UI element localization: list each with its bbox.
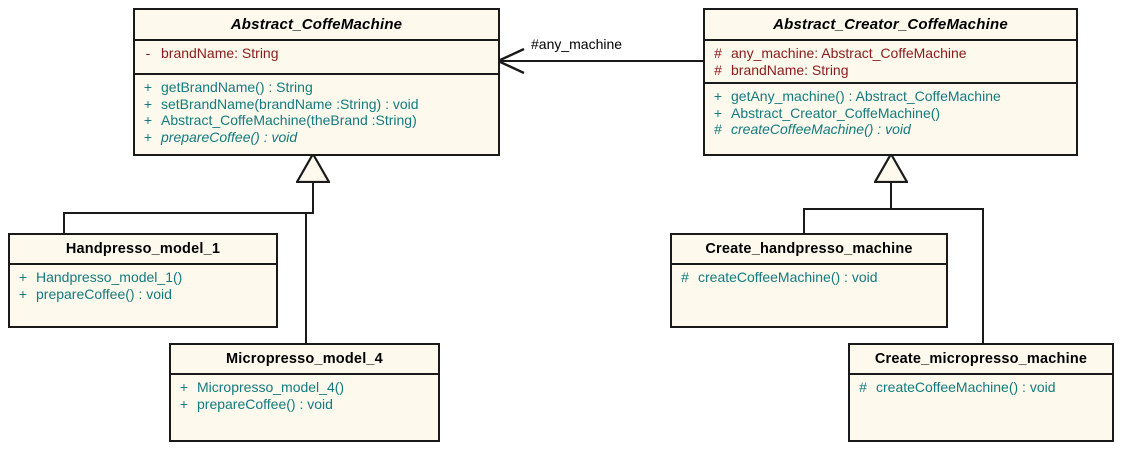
- class-title-create-handpresso-machine: Create_handpresso_machine: [705, 241, 913, 257]
- attribute-label: brandName: String: [731, 61, 849, 78]
- method-row: + setBrandName(brandName :String) : void: [135, 96, 498, 113]
- class-title-abstract-coffemachine: Abstract_CoffeMachine: [230, 16, 403, 33]
- attributes-compartment: - brandName: String: [135, 41, 498, 73]
- association-line-any-machine: [501, 60, 703, 62]
- visibility-marker: +: [18, 285, 28, 302]
- generalization-stem-right: [890, 181, 892, 210]
- method-label: createCoffeeMachine() : void: [731, 121, 911, 137]
- visibility-marker: +: [179, 379, 189, 395]
- visibility-marker: #: [681, 269, 689, 285]
- generalization-drop-handpresso: [63, 212, 65, 233]
- visibility-marker: +: [18, 269, 28, 285]
- generalization-bus-right: [803, 208, 982, 210]
- visibility-marker: #: [714, 45, 722, 61]
- generalization-bus-left: [63, 212, 314, 214]
- generalization-triangle-left-icon: [296, 153, 330, 183]
- methods-compartment: # createCoffeeMachine() : void: [672, 265, 946, 290]
- method-label: Abstract_CoffeMachine(theBrand :String): [161, 112, 417, 128]
- visibility-marker: #: [714, 61, 722, 78]
- attribute-label: brandName: String: [161, 45, 279, 61]
- class-title-create-micropresso-machine: Create_micropresso_machine: [874, 351, 1088, 367]
- method-row: + prepareCoffee() : void: [10, 286, 276, 303]
- association-label-any-machine: #any_machine: [531, 36, 623, 52]
- methods-compartment: + getBrandName() : String + setBrandName…: [135, 75, 498, 149]
- class-box-create-micropresso-machine[interactable]: Create_micropresso_machine # createCoffe…: [848, 343, 1114, 442]
- method-label: createCoffeeMachine() : void: [698, 269, 878, 285]
- generalization-stem-left: [312, 181, 314, 214]
- method-row: + Micropresso_model_4(): [171, 379, 438, 396]
- class-box-abstract-coffemachine[interactable]: Abstract_CoffeMachine - brandName: Strin…: [133, 8, 500, 156]
- generalization-drop-create-handpresso: [803, 208, 805, 234]
- methods-compartment: # createCoffeeMachine() : void: [850, 375, 1112, 400]
- class-title-handpresso-model-1: Handpresso_model_1: [65, 241, 221, 257]
- visibility-marker: +: [143, 95, 153, 112]
- class-box-create-handpresso-machine[interactable]: Create_handpresso_machine # createCoffee…: [670, 233, 948, 328]
- class-box-micropresso-model-4[interactable]: Micropresso_model_4 + Micropresso_model_…: [169, 343, 440, 442]
- visibility-marker: +: [143, 112, 153, 128]
- method-label: getBrandName() : String: [161, 79, 313, 95]
- method-label: Handpresso_model_1(): [36, 269, 183, 285]
- method-label: Micropresso_model_4(): [197, 379, 345, 395]
- method-label: prepareCoffee() : void: [36, 285, 172, 302]
- attribute-row: # brandName: String: [705, 62, 1076, 79]
- methods-compartment: + Handpresso_model_1() + prepareCoffee()…: [10, 265, 276, 306]
- visibility-marker: +: [143, 128, 153, 145]
- method-row: + Abstract_CoffeMachine(theBrand :String…: [135, 112, 498, 129]
- method-row: + getBrandName() : String: [135, 79, 498, 96]
- visibility-marker: #: [859, 379, 867, 395]
- class-box-abstract-creator-coffemachine[interactable]: Abstract_Creator_CoffeMachine # any_mach…: [703, 8, 1078, 156]
- visibility-marker: +: [179, 395, 189, 412]
- attribute-row: - brandName: String: [135, 45, 498, 62]
- attribute-label: any_machine: Abstract_CoffeMachine: [731, 45, 967, 61]
- attributes-compartment: # any_machine: Abstract_CoffeMachine # b…: [705, 41, 1076, 82]
- generalization-drop-create-micropresso: [982, 208, 984, 343]
- visibility-marker: +: [713, 88, 723, 104]
- method-row: + Abstract_Creator_CoffeMachine(): [705, 105, 1076, 122]
- attribute-row: # any_machine: Abstract_CoffeMachine: [705, 45, 1076, 62]
- visibility-marker: #: [714, 121, 722, 137]
- method-label: Abstract_Creator_CoffeMachine(): [731, 104, 941, 121]
- class-separator: [705, 82, 1076, 84]
- method-row: + Handpresso_model_1(): [10, 269, 276, 286]
- class-separator: [135, 39, 498, 41]
- method-row: # createCoffeeMachine() : void: [672, 269, 946, 286]
- method-label: getAny_machine() : Abstract_CoffeMachine: [731, 88, 1001, 104]
- method-row: # createCoffeeMachine() : void: [850, 379, 1112, 396]
- method-row: + getAny_machine() : Abstract_CoffeMachi…: [705, 88, 1076, 105]
- generalization-drop-micropresso: [305, 212, 307, 343]
- class-box-handpresso-model-1[interactable]: Handpresso_model_1 + Handpresso_model_1(…: [8, 233, 278, 328]
- methods-compartment: + getAny_machine() : Abstract_CoffeMachi…: [705, 84, 1076, 142]
- visibility-marker: -: [145, 45, 151, 61]
- method-label: prepareCoffee() : void: [197, 395, 333, 412]
- visibility-marker: +: [713, 104, 723, 121]
- class-title-micropresso-model-4: Micropresso_model_4: [226, 351, 383, 367]
- methods-compartment: + Micropresso_model_4() + prepareCoffee(…: [171, 375, 438, 416]
- method-label: createCoffeeMachine() : void: [876, 379, 1056, 395]
- class-separator: [850, 373, 1112, 375]
- method-row: + prepareCoffee() : void: [135, 129, 498, 146]
- association-arrowhead-icon: [496, 48, 525, 74]
- class-title-abstract-creator-coffemachine: Abstract_Creator_CoffeMachine: [773, 16, 1008, 33]
- class-separator: [672, 263, 946, 265]
- class-separator: [135, 73, 498, 75]
- visibility-marker: +: [143, 79, 153, 95]
- method-row: # createCoffeeMachine() : void: [705, 121, 1076, 138]
- method-label: prepareCoffee() : void: [161, 128, 298, 145]
- class-separator: [705, 39, 1076, 41]
- method-row: + prepareCoffee() : void: [171, 396, 438, 413]
- method-label: setBrandName(brandName :String) : void: [161, 95, 419, 112]
- generalization-triangle-right-icon: [874, 153, 908, 183]
- class-separator: [171, 373, 438, 375]
- class-separator: [10, 263, 276, 265]
